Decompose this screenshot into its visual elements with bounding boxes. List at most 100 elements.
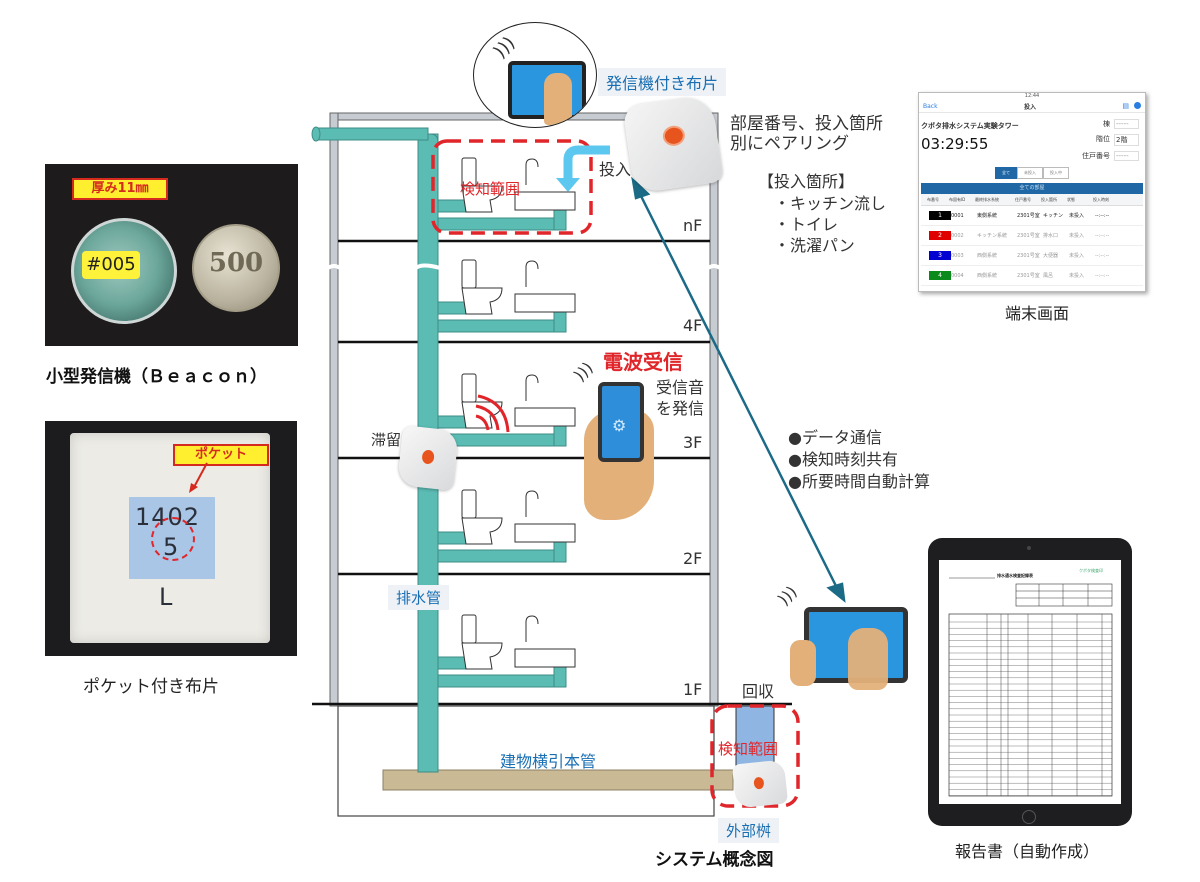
camera-dot <box>1027 546 1031 550</box>
drain-pipe-label: 排水管 <box>388 585 450 610</box>
cloth-photo: ポケット 1402 5 L <box>45 421 297 656</box>
detection-range-label-basin: 検知範囲 <box>718 740 779 758</box>
field-value[interactable]: ----- <box>1114 119 1139 129</box>
radio-reception-label: 電波受信 <box>603 350 683 374</box>
receive-sound-note-line1: 受信音 <box>656 378 705 397</box>
status-bar: 12:44 <box>919 93 1145 100</box>
transmitter-cloth-top <box>622 94 724 194</box>
coin-500-yen: 500 <box>192 224 280 312</box>
column-header: 住戸番号 <box>1015 196 1031 202</box>
fixtures <box>461 157 576 670</box>
cell-system: キッチン系統 <box>977 233 1008 239</box>
cell-unit: 2301号室 <box>1017 253 1040 259</box>
elapsed-time: 03:29:55 <box>921 135 989 153</box>
back-button[interactable]: Back <box>923 102 938 110</box>
cell-time: --:--:-- <box>1095 212 1110 219</box>
field-value[interactable]: 2階 <box>1114 134 1139 146</box>
cell-id: 0002 <box>951 232 964 239</box>
home-button[interactable] <box>1022 810 1036 824</box>
column-header: 布固有ID <box>949 196 966 202</box>
insert-locations-heading: 【投入箇所】 <box>758 172 855 191</box>
pocket-pointer-arrow <box>189 462 208 493</box>
beacon-caption: 小型発信機（Ｂｅａｃｏｎ） <box>46 367 267 387</box>
hand-icon <box>848 628 888 690</box>
cell-id: 0004 <box>951 272 964 279</box>
thickness-tag: 厚み11㎜ <box>72 178 168 200</box>
pocket-tag: ポケット <box>173 444 269 466</box>
terminal-screen: 12:44 Back 投入 ▤ クボタ排水システム実験タワー 03:29:55 … <box>918 92 1146 292</box>
insert-label: 投入 <box>599 160 632 179</box>
cell-state: 未投入 <box>1069 213 1085 219</box>
report-stamp: クボタ検査印 <box>1079 568 1103 573</box>
cell-place: 排水口 <box>1043 233 1059 239</box>
signal-waves-red <box>475 394 510 433</box>
column-header: 最終排水系統 <box>975 196 999 202</box>
cloth-handwriting-size: L <box>159 583 173 611</box>
cell-unit: 2301号室 <box>1017 213 1040 219</box>
nav-actions: ▤ <box>1122 102 1141 110</box>
cell-state: 未投入 <box>1069 273 1085 279</box>
segment-control: 全て 未投入 投入中 <box>919 167 1145 179</box>
cell-system: 西側系統 <box>977 253 998 259</box>
main-horizontal-pipe <box>382 769 734 791</box>
cell-system: 西側系統 <box>977 273 998 279</box>
nav-bar: Back 投入 ▤ <box>919 100 1145 113</box>
cell-place: 大便器 <box>1043 253 1059 259</box>
insert-location-laundry: ・洗濯パン <box>774 236 855 255</box>
field-label: 棟 <box>1103 120 1110 128</box>
color-chip: 3 <box>929 251 951 260</box>
receive-sound-note-line2: を発信 <box>656 399 705 418</box>
hand-icon <box>544 73 572 125</box>
cell-id: 0003 <box>951 252 964 259</box>
report-document: 排水通水検査記録表 クボタ検査印 <box>939 560 1121 804</box>
transmitter-cloth-label: 発信機付き布片 <box>598 68 727 96</box>
table-header: 布番号 布固有ID 最終排水系統 住戸番号 投入箇所 状態 投入時刻 <box>921 194 1143 206</box>
detection-range-top <box>431 139 593 235</box>
wifi-signal-icon: ))) <box>489 32 520 63</box>
cell-no: 2 <box>929 231 951 240</box>
beacon-id-label: #005 <box>82 251 140 279</box>
cell-no: 4 <box>929 271 951 280</box>
cell-no: 3 <box>929 251 951 260</box>
floor-label-1f: 1F <box>683 680 703 699</box>
cell-unit: 2301号室 <box>1017 273 1040 279</box>
beacon-dot <box>753 776 765 790</box>
status-time: 12:44 <box>1024 93 1040 99</box>
document-icon[interactable]: ▤ <box>1122 102 1129 110</box>
floor-label-2f: 2F <box>683 549 703 568</box>
main-pipe-label: 建物横引本管 <box>500 752 597 771</box>
cell-state: 未投入 <box>1069 253 1085 259</box>
report-grid-lines <box>948 613 1113 797</box>
smartphone-icon: ⚙ <box>598 382 644 462</box>
building-name: クボタ排水システム実験タワー <box>921 122 1019 130</box>
stagnation-label: 滞留 <box>371 431 402 449</box>
segment-not-inserted[interactable]: 未投入 <box>1017 167 1043 179</box>
cell-place: 風呂 <box>1043 273 1054 279</box>
report-form-title: 排水通水検査記録表 <box>997 573 1033 578</box>
segment-inserting[interactable]: 投入中 <box>1043 167 1069 179</box>
color-chip: 4 <box>929 271 951 280</box>
cell-time: --:--:-- <box>1095 252 1110 259</box>
detection-circle-marker <box>151 517 195 561</box>
beacon-dot <box>421 449 435 465</box>
pairing-note-line2: 別にペアリング <box>730 134 849 154</box>
basement-outline <box>337 705 715 817</box>
detection-range-label-top: 検知範囲 <box>460 180 521 198</box>
feature-auto-duration: ●所要時間自動計算 <box>788 472 930 491</box>
nav-title: 投入 <box>1023 103 1036 111</box>
field-value[interactable]: ----- <box>1114 151 1139 161</box>
info-icon[interactable] <box>1134 102 1141 109</box>
diagram-title: システム概念図 <box>655 850 774 870</box>
hand-icon <box>790 640 816 686</box>
top-tablet-circle: ))) <box>473 22 597 128</box>
floor-label-4f: 4F <box>683 316 703 335</box>
segment-all[interactable]: 全て <box>995 167 1017 179</box>
field-building: 棟 ----- <box>1103 119 1139 129</box>
